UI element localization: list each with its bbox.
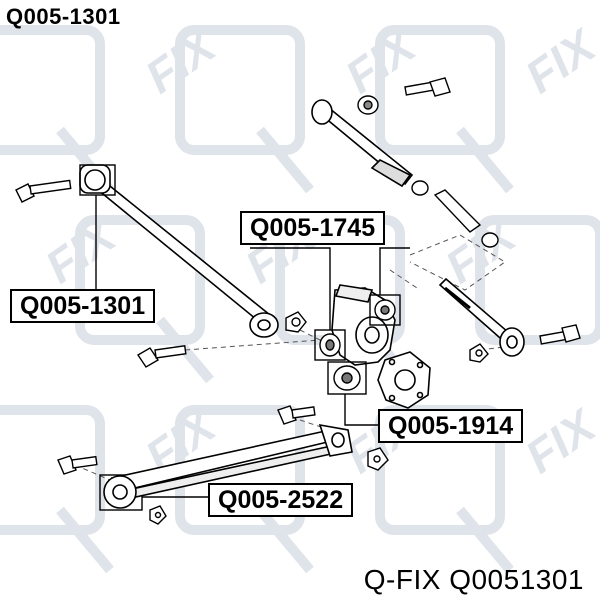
callout-boxes	[79, 164, 401, 511]
nut-lower-right	[367, 447, 389, 471]
bolt-lower-left	[57, 455, 98, 475]
bushing-top	[357, 95, 379, 115]
nut-lower-small	[149, 505, 167, 525]
nut-right	[469, 343, 489, 363]
part-number-header: Q005-1301	[6, 4, 121, 29]
bolt-top-right	[404, 77, 451, 97]
bolt-right	[539, 324, 581, 345]
bolt-lower-mid	[277, 405, 316, 425]
trailing-arm-left	[79, 164, 279, 338]
callout-label-q005-1301: Q005-1301	[10, 289, 156, 323]
hub-plate	[377, 351, 431, 409]
bolt-mid-left	[137, 345, 187, 368]
callout-label-q005-1914: Q005-1914	[378, 409, 524, 443]
bushing-knuckle-a	[319, 333, 341, 357]
leader-lines	[95, 195, 410, 498]
callout-label-q005-1745: Q005-1745	[240, 211, 386, 245]
svg-text:FIX: FIX	[516, 398, 600, 483]
bushing-knuckle-b	[374, 299, 396, 321]
upper-lateral-link	[311, 99, 414, 188]
svg-text:FIX: FIX	[516, 18, 600, 103]
nut-left	[285, 311, 307, 333]
sleeve-upper	[411, 180, 499, 248]
callout-label-q005-2522: Q005-2522	[208, 483, 354, 517]
lower-control-arm	[103, 423, 353, 509]
bushing-knuckle-c	[333, 365, 361, 391]
right-lateral-link	[438, 277, 525, 357]
brand-caption: Q-FIX Q0051301	[363, 564, 584, 595]
bolt-left-top	[15, 179, 72, 203]
